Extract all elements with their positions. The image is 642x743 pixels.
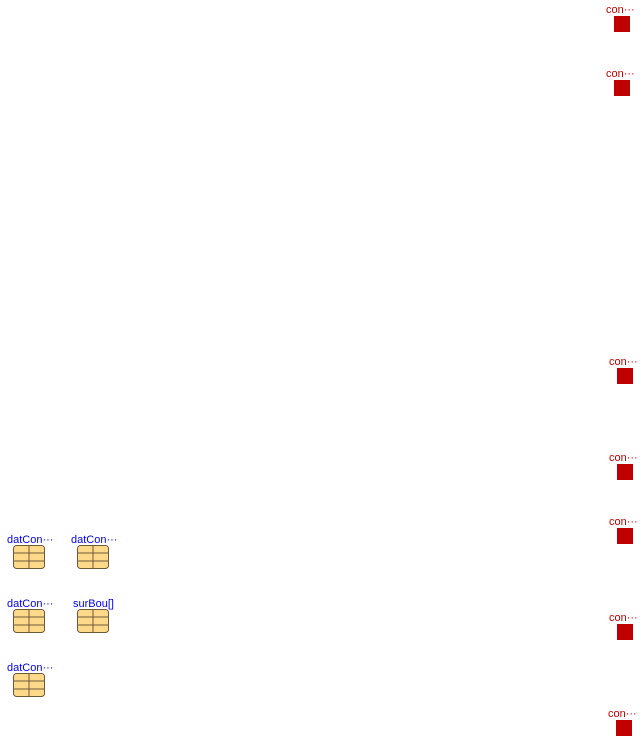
connector-block[interactable] [617, 464, 633, 480]
table-icon[interactable] [13, 609, 45, 633]
connector-label: con··· [608, 708, 637, 720]
table-icon[interactable] [13, 673, 45, 697]
connector-block[interactable] [617, 368, 633, 384]
table-label: datCon··· [7, 662, 54, 674]
table-icon[interactable] [77, 609, 109, 633]
table-label: surBou[] [73, 598, 114, 610]
connector-label: con··· [609, 612, 638, 624]
table-icon[interactable] [77, 545, 109, 569]
connector-block[interactable] [616, 720, 632, 736]
connector-label: con··· [606, 68, 635, 80]
connector-block[interactable] [614, 80, 630, 96]
table-icon[interactable] [13, 545, 45, 569]
connector-block[interactable] [617, 528, 633, 544]
connector-block[interactable] [614, 16, 630, 32]
table-label: datCon··· [7, 534, 54, 546]
connector-label: con··· [609, 356, 638, 368]
connector-label: con··· [606, 4, 635, 16]
connector-label: con··· [609, 452, 638, 464]
connector-label: con··· [609, 516, 638, 528]
connector-block[interactable] [617, 624, 633, 640]
table-label: datCon··· [71, 534, 118, 546]
table-label: datCon··· [7, 598, 54, 610]
